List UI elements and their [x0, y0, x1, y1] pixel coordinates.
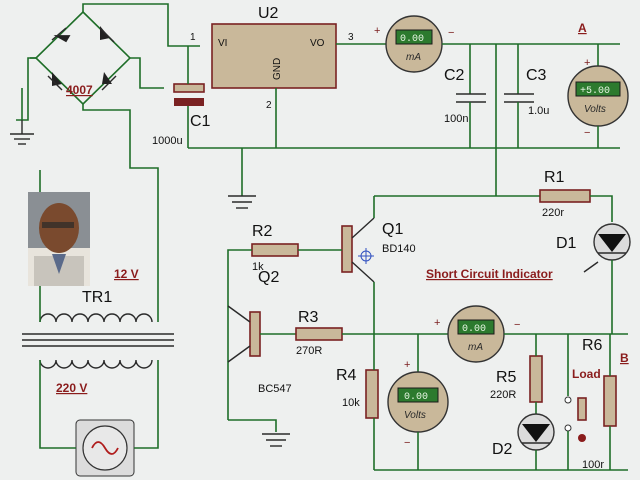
author-photo [28, 192, 90, 286]
voltmeter-a-minus: − [584, 127, 590, 139]
q1-label: Q1 [382, 221, 403, 238]
output-b-label: B [620, 351, 629, 365]
short-circuit-indicator-label: Short Circuit Indicator [426, 267, 553, 281]
c1-value: 1000u [152, 135, 183, 147]
r4-label: R4 [336, 367, 357, 384]
c3-label: C3 [526, 67, 547, 84]
r2-value: 1k [252, 261, 264, 273]
capacitor-c2: C2 100n [444, 44, 486, 148]
q2-value: BC547 [258, 383, 292, 395]
tr1-label: TR1 [82, 289, 112, 306]
voltmeter-b-value: 0.00 [404, 392, 428, 403]
r6-label: R6 [582, 337, 603, 354]
ammeter-1-value: 0.00 [400, 34, 424, 45]
load-label: Load [572, 367, 601, 381]
voltmeter-b-unit: Volts [404, 410, 426, 421]
voltmeter-a-unit: Volts [584, 104, 606, 115]
primary-voltage-label: 220 V [56, 381, 87, 395]
u2-gnd-pin: GND [272, 58, 283, 80]
ammeter-2-value: 0.00 [462, 324, 486, 335]
bridge-rectifier: 4007 [34, 10, 132, 106]
u2-pin2: 2 [266, 100, 272, 111]
d1-label: D1 [556, 235, 577, 252]
resistor-r1: R1 220r [539, 169, 591, 219]
resistor-r6: R6 100r [582, 337, 617, 471]
ammeter-1-minus: − [448, 27, 454, 39]
resistor-r2: R2 1k [251, 223, 299, 273]
q2-label: Q2 [258, 269, 279, 286]
u2-pin3: 3 [348, 32, 354, 43]
ammeter-1: 0.00 mA + − [374, 15, 454, 73]
secondary-voltage-label: 12 V [114, 267, 139, 281]
q1-value: BD140 [382, 243, 416, 255]
c2-value: 100n [444, 113, 468, 125]
d2-label: D2 [492, 441, 513, 458]
voltmeter-output-b: 0.00 Volts + − [387, 334, 449, 470]
r4-value: 10k [342, 397, 360, 409]
output-a-label: A [578, 21, 587, 35]
voltage-regulator-u2: U2 VI VO GND 1 2 3 [190, 5, 354, 111]
r5-value: 220R [490, 389, 516, 401]
c2-label: C2 [444, 67, 465, 84]
ammeter-2-minus: − [514, 319, 520, 331]
voltmeter-b-plus: + [404, 359, 410, 371]
led-d1: D1 [556, 223, 631, 261]
transistor-q2: Q2 BC547 [227, 269, 292, 395]
resistor-r3: R3 270R [295, 309, 343, 357]
transformer-tr1: TR1 12 V 220 V [22, 267, 174, 395]
load-switch: Load [564, 334, 601, 470]
r2-label: R2 [252, 223, 273, 240]
voltmeter-a-value: +5.00 [580, 86, 610, 97]
ammeter-1-plus: + [374, 25, 380, 37]
voltmeter-b-minus: − [404, 437, 410, 449]
bridge-label: 4007 [66, 83, 93, 97]
transistor-q1: Q1 BD140 [341, 196, 416, 334]
u2-pin1: 1 [190, 32, 196, 43]
resistor-r5: R5 220R [490, 355, 543, 403]
r3-value: 270R [296, 345, 322, 357]
capacitor-c3: C3 1.0u [504, 44, 549, 148]
ac-source [39, 360, 159, 477]
ammeter-2-plus: + [434, 317, 440, 329]
u2-vi-pin: VI [218, 38, 227, 49]
led-d2: D2 [492, 413, 555, 458]
u2-vo-pin: VO [310, 38, 325, 49]
resistor-r4: R4 10k [336, 367, 379, 419]
r6-value: 100r [582, 459, 604, 471]
ammeter-2-unit: mA [468, 342, 483, 353]
voltmeter-output-a: +5.00 Volts + − [567, 44, 629, 148]
u2-label: U2 [258, 5, 279, 22]
r5-label: R5 [496, 369, 517, 386]
c3-value: 1.0u [528, 105, 549, 117]
capacitor-c1: C1 1000u [152, 46, 211, 148]
ammeter-1-unit: mA [406, 52, 421, 63]
r3-label: R3 [298, 309, 319, 326]
c1-label: C1 [190, 113, 211, 130]
r1-label: R1 [544, 169, 565, 186]
voltmeter-a-plus: + [584, 57, 590, 69]
r1-value: 220r [542, 207, 564, 219]
ammeter-2: 0.00 mA + − [434, 305, 520, 363]
